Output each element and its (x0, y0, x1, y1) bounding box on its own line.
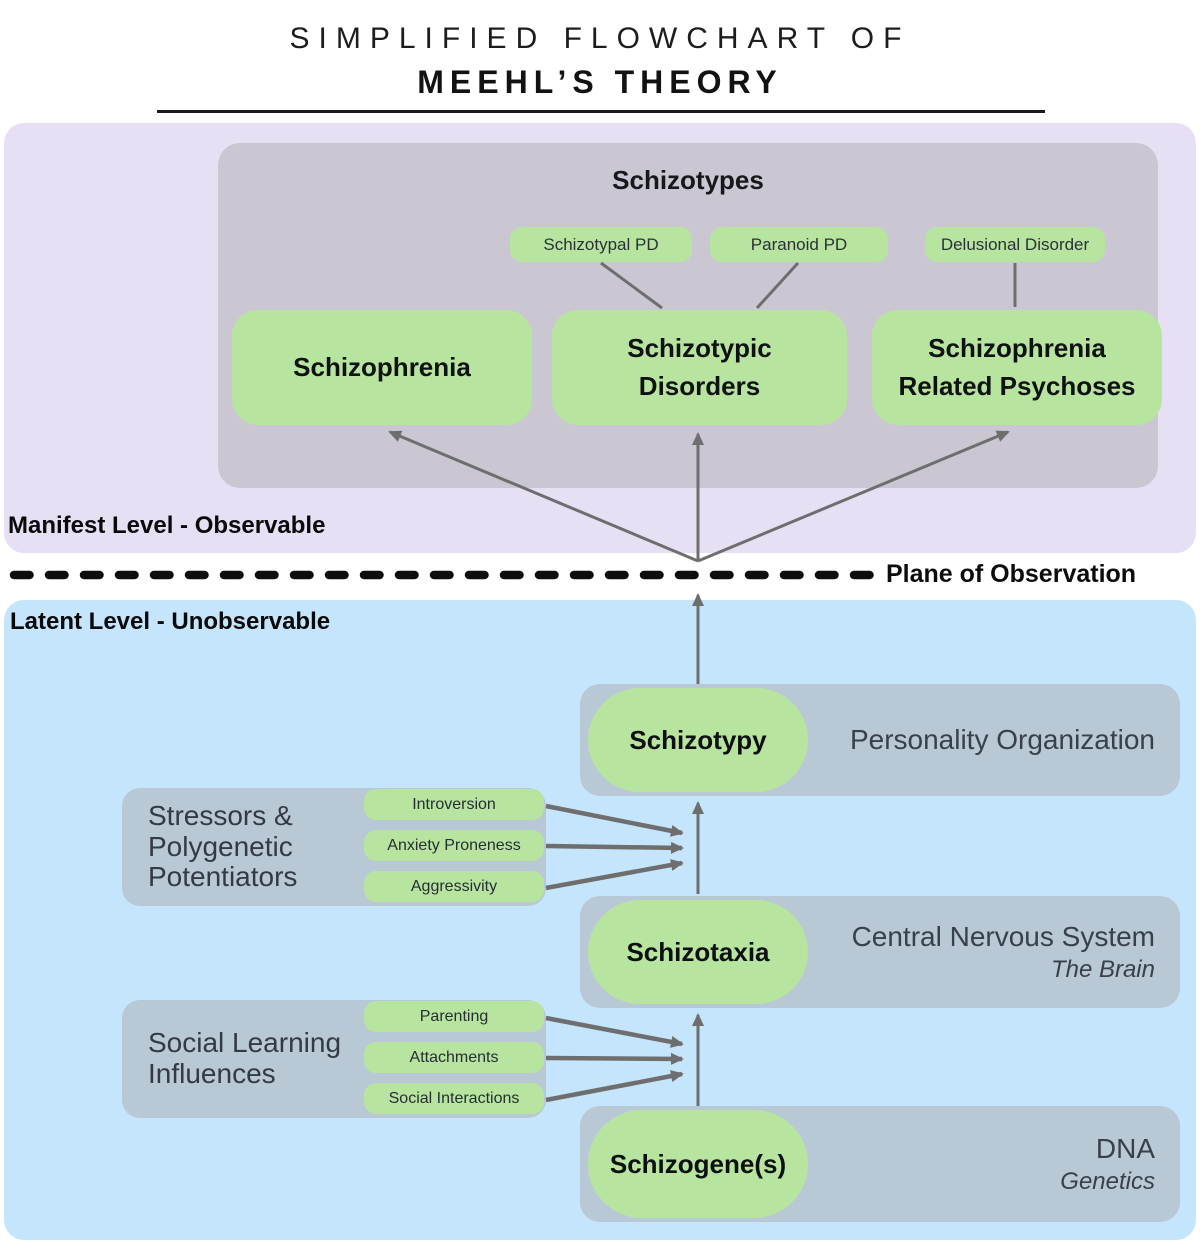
schizotypic-disorders-box: Schizotypic Disorders (552, 310, 847, 425)
latent-level-label: Latent Level - Unobservable (10, 608, 331, 635)
title-underline (157, 110, 1045, 113)
plane-of-observation-label: Plane of Observation (886, 560, 1137, 588)
parenting-pill: Parenting (364, 1001, 544, 1032)
stressors-label: Stressors & Polygenetic Potentiators (148, 799, 298, 893)
paranoid-pd-box: Paranoid PD (710, 227, 888, 262)
central-nervous-system-label: Central Nervous System (851, 920, 1155, 952)
delusional-disorder-box: Delusional Disorder (925, 227, 1105, 262)
page-title-line2: MEEHL’S THEORY (417, 64, 783, 100)
stressors-box: Stressors & Polygenetic Potentiators Int… (122, 788, 546, 906)
schizotypic-disorders-label: Schizotypic Disorders (627, 332, 772, 401)
page-title-line1: SIMPLIFIED FLOWCHART OF (289, 22, 911, 55)
schizophrenia-box: Schizophrenia (232, 310, 532, 425)
social-learning-label: Social Learning Influences (148, 1027, 342, 1089)
genetics-sublabel: Genetics (1060, 1167, 1155, 1195)
schizophrenia-related-psychoses-label: Schizophrenia Related Psychoses (898, 332, 1136, 401)
schizotypal-pd-box: Schizotypal PD (510, 227, 692, 262)
schizogene-pill: Schizogene(s) (588, 1110, 808, 1218)
schizotypy-pill: Schizotypy (588, 688, 808, 792)
dna-label: DNA (1095, 1132, 1155, 1164)
schizotypy-row: Schizotypy Personality Organization (580, 684, 1180, 796)
attachments-pill: Attachments (364, 1042, 544, 1073)
the-brain-sublabel: The Brain (1050, 955, 1155, 983)
introversion-pill: Introversion (364, 789, 544, 820)
schizotaxia-row: Schizotaxia Central Nervous System The B… (580, 896, 1180, 1008)
manifest-level-label: Manifest Level - Observable (8, 512, 326, 539)
social-interactions-pill: Social Interactions (364, 1083, 544, 1114)
social-learning-box: Social Learning Influences Parenting Att… (122, 1000, 546, 1118)
schizotaxia-pill: Schizotaxia (588, 900, 808, 1004)
aggressivity-pill: Aggressivity (364, 871, 544, 902)
schizophrenia-related-psychoses-box: Schizophrenia Related Psychoses (872, 310, 1162, 425)
schizotypy-context: Personality Organization (850, 684, 1155, 796)
schizogene-row: Schizogene(s) DNA Genetics (580, 1106, 1180, 1222)
schizotaxia-context: Central Nervous System The Brain (852, 896, 1155, 1008)
anxiety-proneness-pill: Anxiety Proneness (364, 830, 544, 861)
schizogene-context: DNA Genetics (1060, 1106, 1155, 1222)
schizophrenia-label: Schizophrenia (293, 351, 471, 382)
personality-organization-label: Personality Organization (849, 724, 1155, 755)
schizotypes-title: Schizotypes (612, 165, 764, 195)
